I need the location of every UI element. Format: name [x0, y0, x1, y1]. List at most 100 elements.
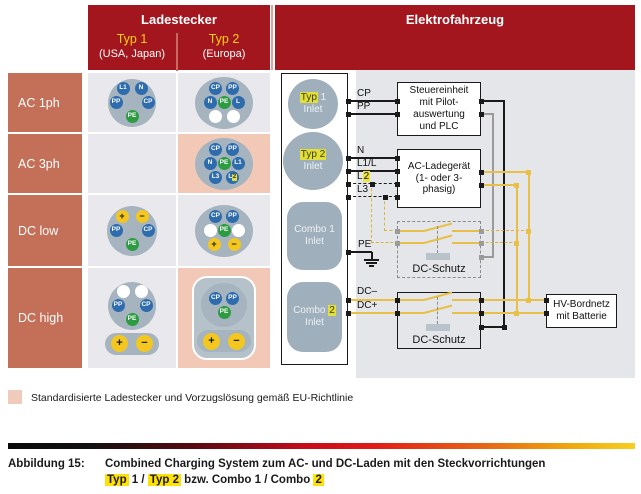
connection-dot: [479, 99, 484, 104]
inlet-combo2-sublabel: Inlet: [305, 317, 324, 328]
connection-dot: [395, 298, 400, 303]
legend-swatch: [8, 390, 22, 404]
connection-dot: [395, 156, 400, 161]
connection-dot: [346, 298, 351, 303]
typ2-column-header: Typ 2 (Europa): [178, 32, 270, 72]
connection-dot: [502, 325, 507, 330]
wire-segment: [481, 113, 493, 115]
pin-row: PE: [125, 238, 139, 251]
connection-dot: [514, 311, 519, 316]
cell-ac3ph-typ1-empty: [88, 134, 176, 193]
header-separator: [271, 5, 273, 70]
connection-dot: [395, 169, 400, 174]
connection-dot: [526, 229, 531, 234]
connector-pin-−: −: [227, 238, 241, 251]
inlet-typ1: Typ 1 Inlet: [288, 79, 338, 129]
wire-segment: [371, 242, 398, 243]
connection-dot: [395, 229, 400, 234]
wire-label-cp: CP: [357, 88, 371, 99]
connector-pin-PE: PE: [217, 96, 231, 109]
connector-pin-−: −: [135, 210, 149, 223]
connection-dot: [346, 250, 351, 255]
connector-pin-N: N: [134, 82, 148, 95]
caption-line2: Typ 1 / Typ 2 bzw. Combo 1 / Combo 2: [105, 474, 324, 486]
wire-segment: [481, 171, 529, 173]
connector-pin-−: −: [228, 332, 245, 350]
pin-row: [116, 285, 148, 298]
connector-pin-−: −: [136, 335, 153, 352]
pin-row: PE: [203, 224, 245, 237]
connection-dot: [395, 182, 400, 187]
connection-dot: [479, 255, 484, 260]
connector-pin-PE: PE: [125, 238, 139, 251]
connector-pin-CP: CP: [209, 82, 222, 95]
connection-dot: [479, 325, 484, 330]
dc-pin-pill: +−: [197, 330, 251, 352]
connection-dot: [395, 112, 400, 117]
switch-gap: [424, 239, 452, 247]
wire-label-pe: PE: [358, 239, 372, 250]
box-ac-ladegeraet: AC-Ladegerät (1- oder 3- phasig): [397, 149, 481, 208]
wire-segment: [481, 100, 505, 102]
elektrofahrzeug-header: Elektrofahrzeug: [275, 5, 635, 70]
box-dc-schutz-top: DC-Schutz: [397, 221, 481, 278]
connection-dot: [479, 183, 484, 188]
wire-segment: [481, 242, 517, 243]
connection-dot: [346, 195, 351, 200]
wire-segment: [348, 251, 372, 253]
contactor-icon: [426, 324, 450, 331]
connection-dot: [514, 241, 519, 246]
connector-pin-CP: CP: [141, 224, 155, 237]
inlet-combo2: Combo 2 Inlet: [287, 282, 342, 352]
connection-dot: [346, 112, 351, 117]
ladestecker-title: Ladestecker: [141, 12, 217, 27]
row-label-dc-high: DC high: [8, 268, 82, 368]
ground-icon: [369, 265, 374, 267]
wire-label-pp: PP: [357, 101, 371, 112]
ground-icon: [366, 262, 377, 264]
connector-pin-blank: [116, 285, 130, 298]
connector-pin-PE: PE: [217, 157, 231, 170]
connection-dot: [479, 112, 484, 117]
typ2-column-subtitle: (Europa): [202, 47, 246, 60]
column-divider: [176, 33, 178, 71]
connection-dot: [479, 241, 484, 246]
connection-dot: [346, 99, 351, 104]
connection-dot: [479, 298, 484, 303]
connector-pin-+: +: [207, 238, 221, 251]
inlet-combo1-sublabel: Inlet: [305, 236, 324, 247]
connection-dot: [383, 195, 388, 200]
pin-row: +−: [207, 238, 241, 251]
connection-dot: [526, 170, 531, 175]
ladestecker-header: Ladestecker Typ 1 (USA, Japan) Typ 2 (Eu…: [88, 5, 270, 72]
connector-pin-blank: [231, 224, 245, 237]
inlet-typ2-label: Typ 2: [299, 148, 327, 160]
connector-pin-PP: PP: [226, 291, 239, 305]
connector-pin-blank: [203, 224, 217, 237]
connection-dot: [346, 311, 351, 316]
switch-gap: [424, 227, 452, 235]
connection-dot: [479, 229, 484, 234]
wire-segment: [481, 230, 529, 231]
connector-pin-+: +: [115, 210, 129, 223]
wire-label-l2: L2: [357, 171, 371, 182]
wire-segment: [348, 113, 397, 115]
wire-segment: [437, 297, 438, 324]
